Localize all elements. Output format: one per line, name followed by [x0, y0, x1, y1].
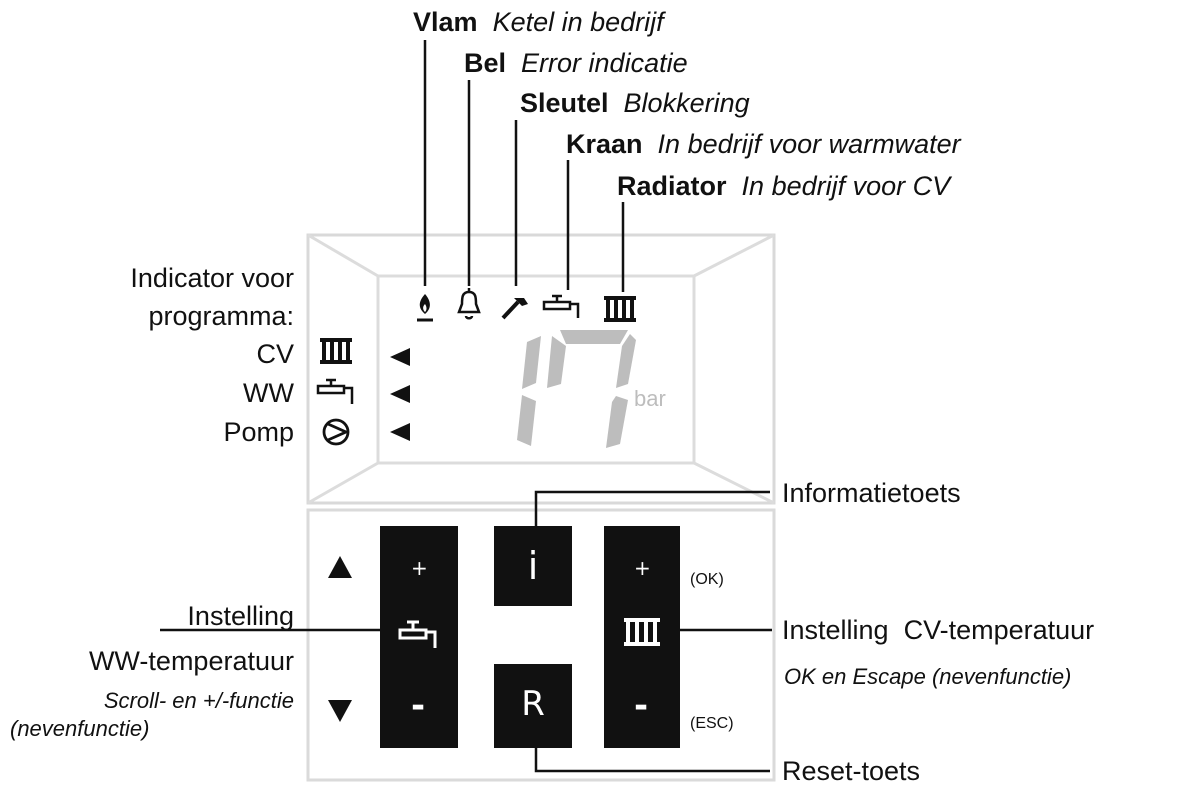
label-radiator: Radiator In bedrijf voor CV [617, 171, 951, 201]
program-item-cv: CV [256, 339, 294, 369]
ww-minus-label: - [411, 686, 426, 726]
callout-ww-sub-line1: Scroll- en +/-functie [103, 688, 294, 713]
tap-icon [398, 620, 437, 648]
callout-cv-line1: Instelling CV-temperatuur [782, 615, 1095, 645]
wrench-icon [501, 298, 528, 320]
flame-icon [417, 294, 433, 322]
tap-icon [542, 294, 580, 318]
program-indicator-title-line1: Indicator voor [130, 263, 294, 293]
program-item-pomp: Pomp [223, 417, 294, 447]
callout-ww-line2: WW-temperatuur [88, 646, 294, 676]
ww-temperature-key[interactable]: + - [380, 526, 458, 748]
program-arrow-ww [390, 385, 410, 403]
bell-icon [457, 288, 481, 320]
label-vlam: Vlam Ketel in bedrijf [413, 7, 664, 37]
radiator-icon [604, 296, 636, 322]
tap-icon [316, 378, 354, 404]
program-arrow-cv [390, 348, 410, 366]
cv-plus-label: + [634, 556, 651, 580]
display-inner-frame [376, 274, 696, 465]
callout-reset: Reset-toets [782, 756, 921, 786]
callout-ww-line1: Instelling [187, 601, 294, 631]
display-unit: bar [634, 386, 666, 411]
label-sleutel: Sleutel Blokkering [520, 88, 750, 118]
scroll-down-icon [328, 700, 352, 722]
digit-display [517, 330, 636, 448]
program-indicator-title-line2: programma: [148, 301, 294, 331]
info-key[interactable]: i [494, 526, 572, 606]
reset-key-label: R [521, 684, 545, 724]
ok-label: (OK) [690, 571, 724, 588]
cv-temperature-key[interactable]: + - [604, 526, 680, 748]
program-item-ww: WW [243, 378, 294, 408]
button-panel-frame [306, 508, 776, 782]
radiator-icon [624, 618, 660, 646]
reset-key[interactable]: R [494, 664, 572, 748]
scroll-up-icon [328, 556, 352, 578]
esc-label: (ESC) [690, 715, 734, 732]
ww-plus-label: + [411, 556, 428, 580]
label-kraan: Kraan In bedrijf voor warmwater [566, 129, 961, 159]
callout-ww-sub-line2: (nevenfunctie) [10, 716, 150, 741]
label-bel: Bel Error indicatie [464, 48, 688, 78]
callout-info: Informatietoets [782, 478, 961, 508]
info-key-label: i [527, 544, 539, 588]
cv-minus-label: - [634, 686, 649, 726]
program-arrow-pomp [390, 423, 410, 441]
display-outer-frame [306, 233, 776, 505]
radiator-icon [320, 338, 352, 364]
callout-cv-sub: OK en Escape (nevenfunctie) [784, 664, 1072, 689]
pump-icon [322, 418, 350, 446]
